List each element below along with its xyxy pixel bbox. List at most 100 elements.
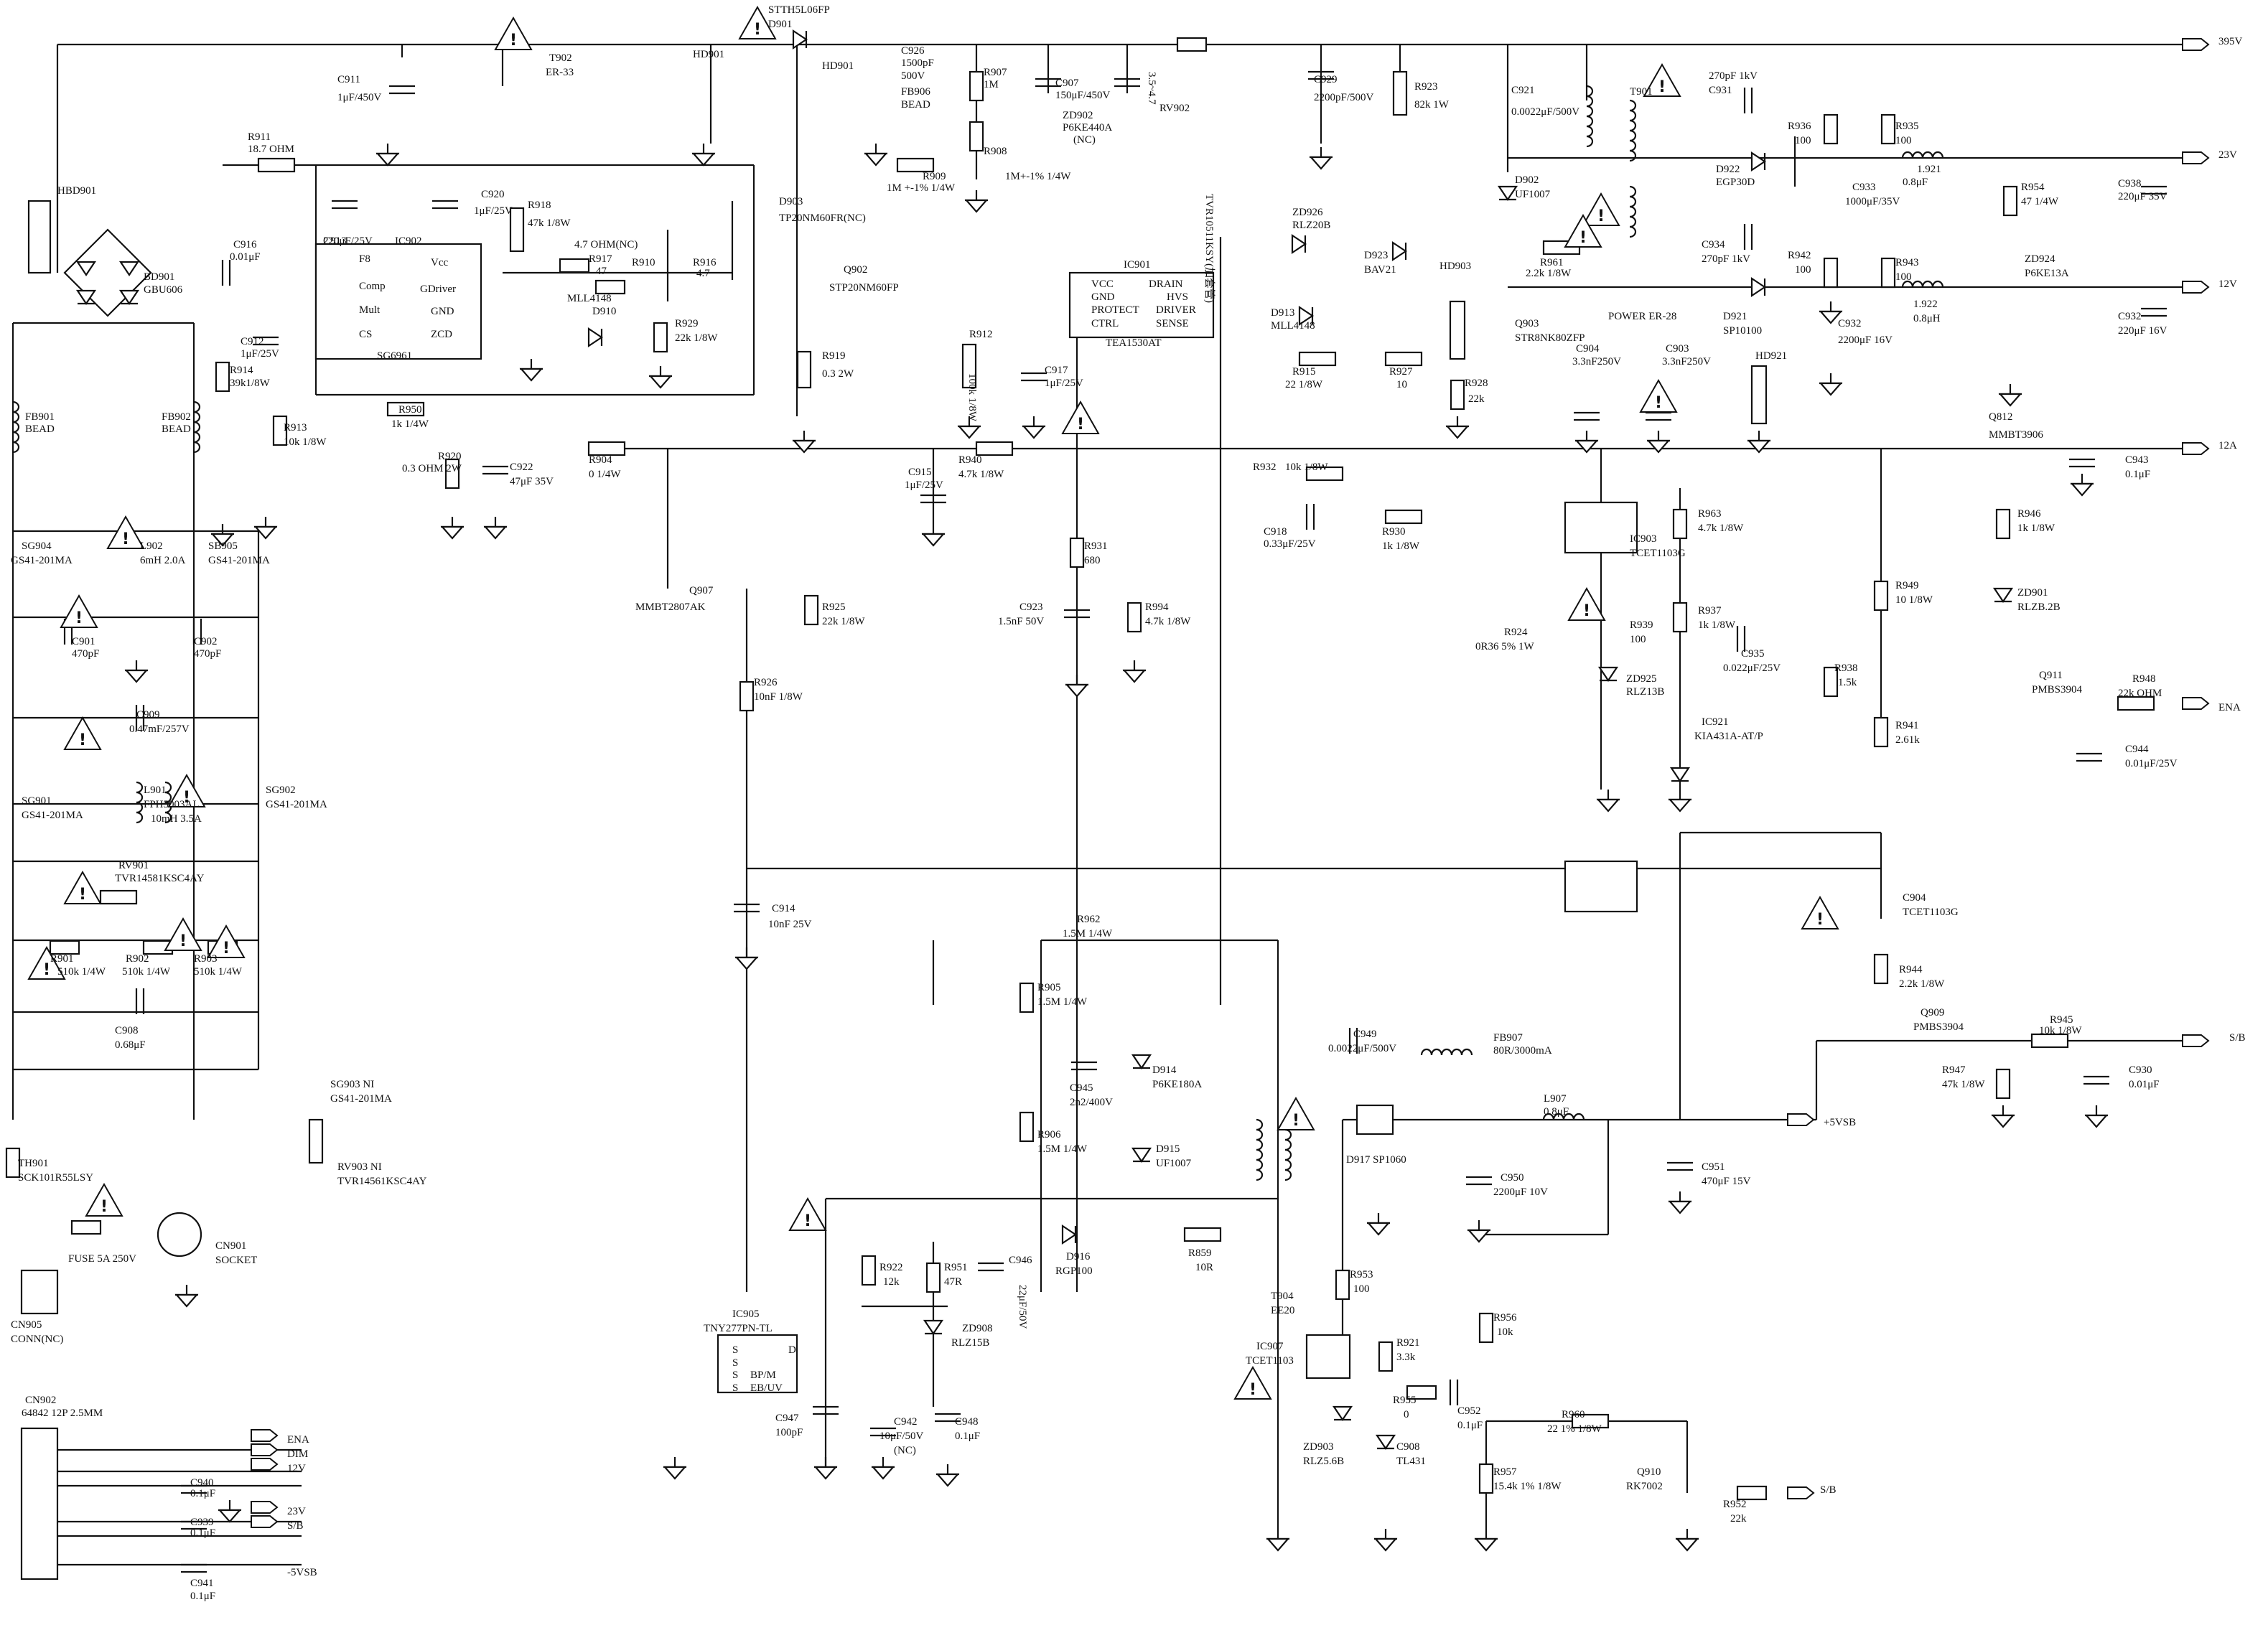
label-c948: C948 xyxy=(955,1416,979,1428)
coil xyxy=(193,431,201,444)
coil xyxy=(1921,280,1934,288)
label-r925: R925 xyxy=(822,601,846,613)
label-c947v: 100pF xyxy=(775,1427,803,1438)
label-l922: 1.922 xyxy=(1913,299,1938,310)
label-r921v: 3.3k xyxy=(1396,1352,1416,1363)
warning-mark: ! xyxy=(510,32,517,50)
ground-icon xyxy=(957,425,981,439)
label-c913v: 220μF/25V xyxy=(323,235,373,247)
diode-icon xyxy=(75,261,97,276)
ground-icon xyxy=(375,152,400,167)
label-q907: Q907 xyxy=(689,585,714,596)
resistor xyxy=(386,401,425,417)
label-pin_en: EB/UV xyxy=(750,1382,783,1394)
label-ic901sns: SENSE xyxy=(1156,318,1189,329)
coil xyxy=(1629,195,1637,208)
warning-icon xyxy=(106,515,145,549)
label-v12: 12V xyxy=(2218,278,2237,290)
label-th901v: SCK101R55LSY xyxy=(18,1172,93,1184)
resistor xyxy=(99,889,138,905)
resistor xyxy=(1384,509,1423,525)
label-r911: R911 xyxy=(248,131,271,143)
coil xyxy=(1586,95,1594,108)
ground-icon xyxy=(174,1293,199,1308)
label-cn901v: SOCKET xyxy=(215,1255,257,1266)
label-c908bv: TL431 xyxy=(1396,1456,1426,1467)
ground-icon xyxy=(1646,439,1671,454)
ic-block xyxy=(1305,1334,1351,1380)
label-d921v: SP10100 xyxy=(1723,325,1762,337)
label-zcd: ZCD xyxy=(431,329,452,340)
label-zd902: ZD902 xyxy=(1063,110,1093,121)
label-r960v: 22 1% 1/8W xyxy=(1547,1423,1602,1435)
warning-mark: ! xyxy=(43,961,50,979)
label-pin_s3: S xyxy=(732,1369,738,1381)
label-r941: R941 xyxy=(1895,720,1919,731)
ground-icon xyxy=(253,525,278,540)
label-bd901v: GBU606 xyxy=(144,284,183,296)
label-zd924: ZD924 xyxy=(2025,253,2055,265)
ic-block xyxy=(314,243,482,360)
warning-icon xyxy=(27,945,66,980)
resistor xyxy=(1995,1068,2011,1100)
coil xyxy=(193,411,201,423)
warning-icon xyxy=(1643,62,1681,97)
label-d921: D921 xyxy=(1723,311,1747,322)
label-r917c: 47 xyxy=(596,266,607,277)
label-r930v: 1k 1/8W xyxy=(1382,540,1420,552)
label-ic907: IC907 xyxy=(1256,1341,1284,1352)
label-ic901drain: DRAIN xyxy=(1149,278,1183,290)
label-l907v: 0.8μF xyxy=(1544,1106,1569,1118)
coil xyxy=(1450,1048,1463,1056)
label-d913: D913 xyxy=(1271,307,1294,319)
label-r945: R945 xyxy=(2050,1014,2073,1026)
label-ic901prot: PROTECT xyxy=(1091,304,1139,316)
label-sb905: SB905 xyxy=(208,540,238,552)
diode-icon xyxy=(1332,1405,1353,1421)
label-c945v: 2n2/400V xyxy=(1070,1097,1113,1108)
ground-icon xyxy=(734,956,759,970)
ic-block xyxy=(717,1334,798,1394)
resistor xyxy=(1450,379,1465,411)
resistor xyxy=(2002,185,2018,217)
label-c911v: 1μF/450V xyxy=(337,92,382,103)
ic-block xyxy=(27,200,52,274)
label-pin_s: S xyxy=(732,1344,738,1356)
ground-icon xyxy=(1445,425,1470,439)
label-r952: R952 xyxy=(1723,1499,1747,1510)
coil xyxy=(193,441,201,454)
label-fb906b: BEAD xyxy=(901,99,930,111)
label-r904v: 0 1/4W xyxy=(589,469,621,480)
warning-mark: ! xyxy=(1292,1112,1299,1130)
port-arrow xyxy=(251,1458,279,1471)
port-arrow xyxy=(251,1501,279,1514)
label-r940v: 4.7k 1/8W xyxy=(958,469,1004,480)
resistor xyxy=(1335,1269,1350,1301)
label-cn905: CN905 xyxy=(11,1319,42,1331)
label-zd902n: (NC) xyxy=(1073,134,1096,146)
label-c934: C934 xyxy=(1702,239,1725,250)
ground-icon xyxy=(1675,1537,1699,1552)
label-rv902: RV902 xyxy=(1159,103,1190,114)
label-r922: R922 xyxy=(879,1262,903,1273)
socket-icon xyxy=(157,1212,202,1258)
label-r906v: 1.5M 1/4W xyxy=(1037,1143,1088,1155)
label-r954v: 47 1/4W xyxy=(2021,196,2059,207)
label-r947: R947 xyxy=(1942,1064,1966,1076)
warning-icon xyxy=(494,16,533,50)
label-r918v: 47k 1/8W xyxy=(528,217,571,229)
label-r957v: 15.4k 1% 1/8W xyxy=(1493,1481,1562,1492)
label-v5vsb2: -5VSB xyxy=(287,1567,317,1578)
diode-icon xyxy=(587,327,603,348)
label-gnd: GND xyxy=(431,306,454,317)
label-sg903v: GS41-201MA xyxy=(330,1093,392,1105)
label-gdriver: GDriver xyxy=(420,284,456,295)
warning-icon xyxy=(1277,1096,1315,1130)
label-r1m: 1M+-1% 1/4W xyxy=(1005,171,1071,182)
label-rv901: RV901 xyxy=(118,860,149,871)
port-arrow xyxy=(1787,1113,1815,1126)
warning-icon xyxy=(63,870,102,904)
ground-icon xyxy=(1668,798,1692,812)
label-r960: R960 xyxy=(1562,1409,1585,1420)
